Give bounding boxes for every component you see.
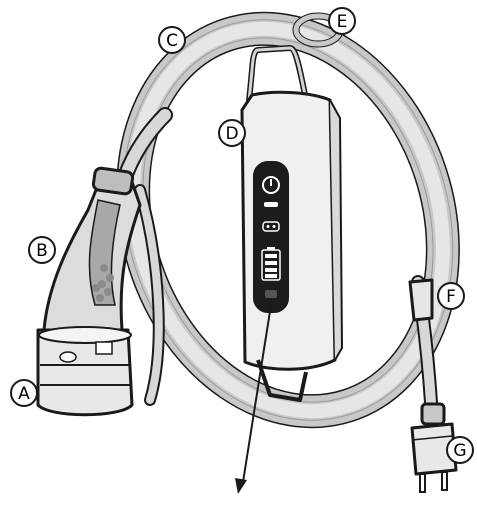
callout-D: D (219, 120, 245, 146)
callout-G: G (447, 437, 473, 463)
callout-A: A (11, 380, 37, 406)
callout-E: E (329, 8, 355, 34)
callout-D-label: D (225, 124, 238, 144)
callout-F-label: F (446, 287, 456, 307)
status-light-icon (264, 202, 278, 207)
callout-B-label: B (36, 241, 48, 261)
control-box (242, 48, 342, 400)
callout-C: C (159, 27, 185, 53)
cable-clip (410, 280, 432, 320)
callout-F: F (438, 283, 464, 309)
callout-G-label: G (453, 441, 466, 461)
connector (38, 167, 140, 414)
callout-A-label: A (18, 384, 30, 404)
callout-B: B (29, 237, 55, 263)
callout-C-label: C (166, 31, 178, 51)
callout-E-label: E (337, 12, 348, 32)
